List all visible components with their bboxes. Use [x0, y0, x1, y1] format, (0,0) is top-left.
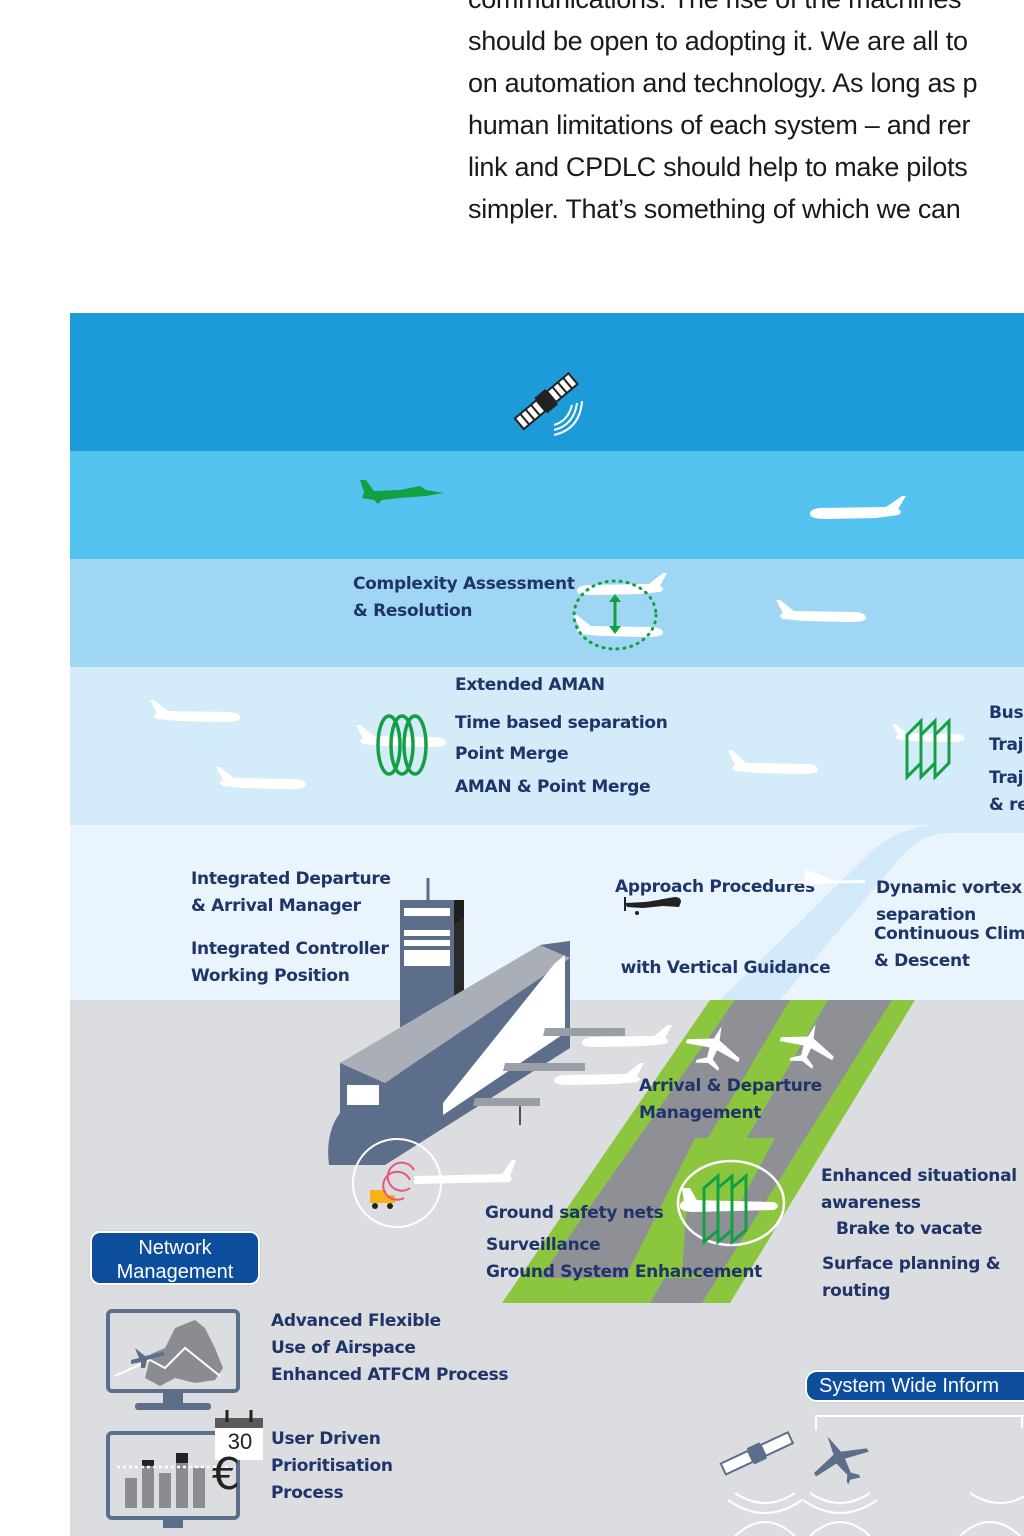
label-line: Integrated Controller [191, 939, 389, 959]
airliner-icon [728, 750, 818, 774]
label-line: Advanced Flexible [271, 1311, 441, 1331]
label-line: Busi [989, 703, 1024, 723]
label-user-driven: User Driven Prioritisation Process [271, 1426, 393, 1507]
airliner-icon [775, 870, 865, 886]
atm-concept-diagram: Complexity Assessment & Resolution Exten… [70, 313, 1024, 1536]
prioritisation-monitor-icon [106, 1431, 240, 1528]
airliner-icon [554, 1063, 644, 1085]
airliner-icon [150, 700, 240, 722]
trajectory-panels-icon [905, 717, 951, 781]
label-line: Arrival & Departure [639, 1076, 822, 1096]
runway-safety-icon [676, 1159, 786, 1247]
label-enhanced-situational: Enhanced situational awareness [821, 1163, 1017, 1217]
label-line: Working Position [191, 966, 350, 986]
label-line: with Vertical Guidance [615, 958, 831, 978]
article-line: communications. The rise of the machines [468, 0, 1024, 20]
swim-pill: System Wide Inform [805, 1370, 1024, 1402]
network-management-pill: Network Management [90, 1231, 260, 1285]
label-line: Integrated Departure [191, 869, 391, 889]
airspace-map-monitor-icon [106, 1309, 240, 1410]
airliner-icon [810, 496, 906, 519]
label-integrated-controller: Integrated Controller Working Position [191, 936, 389, 990]
label-aman-point-merge: AMAN & Point Merge [455, 777, 651, 797]
label-line: Dynamic vortex [876, 878, 1022, 898]
label-line: Traj [989, 735, 1024, 755]
approach-path [720, 825, 1024, 1000]
label-business-trajectory: Busi Traj Traj & re [989, 697, 1024, 819]
label-line: Complexity Assessment [353, 574, 575, 594]
label-line: Traj [989, 768, 1024, 788]
label-integrated-departure: Integrated Departure & Arrival Manager [191, 866, 391, 920]
airliner-icon [573, 615, 663, 637]
airliner-topview-icon [779, 1024, 834, 1069]
label-line: separation [876, 905, 976, 925]
ground-safety-nets-icon [352, 1138, 516, 1228]
sky-band-mid [70, 559, 1024, 667]
airliner-icon [577, 573, 667, 595]
satellite-icon [513, 371, 583, 436]
label-line: & Descent [874, 951, 970, 971]
label-brake-to-vacate: Brake to vacate [836, 1219, 983, 1239]
label-complexity-assessment: Complexity Assessment & Resolution [353, 571, 575, 625]
article-line: link and CPDLC should help to make pilot… [468, 152, 968, 182]
label-line: User Driven [271, 1429, 381, 1449]
airliner-icon [582, 1025, 672, 1047]
light-aircraft-icon [624, 897, 681, 915]
label-line: Enhanced situational [821, 1166, 1017, 1186]
label-line: & Arrival Manager [191, 896, 361, 916]
label-line: routing [822, 1281, 891, 1301]
pill-line: Network [138, 1237, 212, 1259]
military-jet-icon [360, 480, 444, 504]
label-line: Continuous Clim [874, 924, 1024, 944]
article-line: simpler. That’s something of which we ca… [468, 194, 961, 224]
airliner-icon [892, 724, 965, 742]
label-enhanced-atfcm: Enhanced ATFCM Process [271, 1365, 509, 1385]
label-ground-safety-nets: Ground safety nets [485, 1203, 664, 1223]
label-surface-planning: Surface planning & routing [822, 1251, 1001, 1305]
article-text: communications. The rise of the machines… [468, 0, 1024, 230]
complexity-resolution-icon [572, 579, 658, 651]
label-line: Surface planning & [822, 1254, 1001, 1274]
airliner-topview-icon [685, 1026, 740, 1071]
sky-band-space [70, 313, 1024, 451]
label-line: Use of Airspace [271, 1338, 416, 1358]
calendar-icon [215, 1410, 263, 1460]
label-ground-system-enhancement: Ground System Enhancement [486, 1262, 763, 1282]
swim-network [719, 1415, 1024, 1536]
label-line: Management [639, 1103, 762, 1123]
label-dynamic-vortex: Dynamic vortex separation [876, 875, 1022, 929]
euro-icon: € [212, 1449, 240, 1500]
pill-line: Management [116, 1261, 234, 1283]
airliner-icon [216, 767, 306, 789]
sky-band-lower [70, 667, 1024, 825]
airliner-icon [776, 600, 866, 622]
label-continuous-climb: Continuous Clim & Descent [874, 921, 1024, 975]
article-line: on automation and technology. As long as… [468, 68, 978, 98]
label-advanced-fua: Advanced Flexible Use of Airspace [271, 1308, 441, 1362]
terminal-building [328, 941, 625, 1165]
label-extended-aman: Extended AMAN [455, 675, 605, 695]
label-line: & Resolution [353, 601, 473, 621]
article-line: should be open to adopting it. We are al… [468, 26, 968, 56]
label-arrival-departure: Arrival & Departure Management [639, 1073, 822, 1127]
label-point-merge: Point Merge [455, 744, 569, 764]
label-time-based-separation: Time based separation [455, 713, 668, 733]
label-line: & re [989, 795, 1024, 815]
calendar-day: 30 [227, 1429, 253, 1454]
aman-coil-icon [376, 714, 428, 776]
label-line: awareness [821, 1193, 921, 1213]
sky-band-upper [70, 451, 1024, 559]
label-line: Prioritisation [271, 1456, 393, 1476]
label-line: Process [271, 1483, 344, 1503]
article-line: human limitations of each system – and r… [468, 110, 971, 140]
label-surveillance: Surveillance [486, 1235, 601, 1255]
